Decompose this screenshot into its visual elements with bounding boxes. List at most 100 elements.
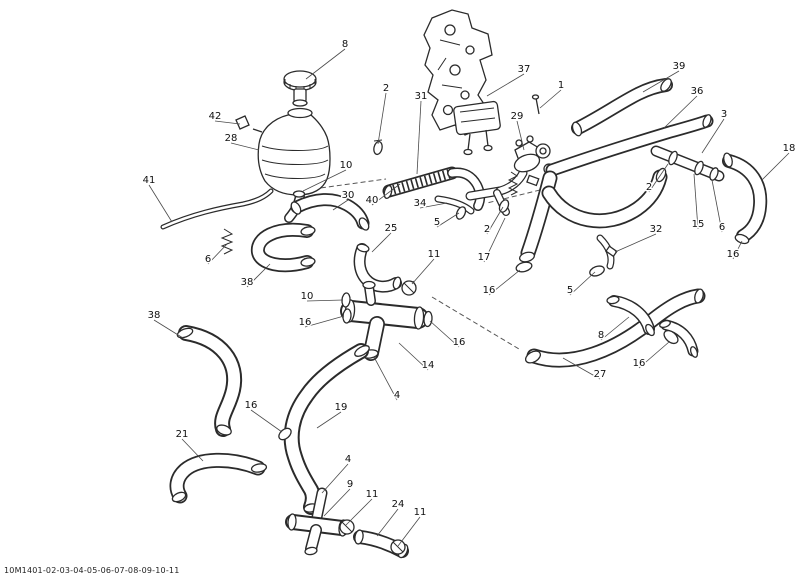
clamp-16 — [342, 308, 352, 324]
callout-36: 36 — [663, 85, 705, 129]
callout-16: 16 — [243, 399, 283, 433]
footer-part-code: 10M1401-02-03-04-05-06-07-08-09-10-11 — [4, 566, 180, 575]
svg-text:29: 29 — [511, 111, 524, 122]
callout-14: 14 — [398, 342, 436, 373]
callout-27: 27 — [562, 357, 608, 382]
callout-30: 30 — [332, 189, 356, 211]
callout-2: 2 — [644, 163, 669, 195]
overflow-hose — [163, 191, 271, 255]
callout-2: 2 — [377, 82, 391, 145]
svg-text:10: 10 — [301, 291, 314, 302]
svg-text:16: 16 — [453, 337, 466, 348]
callout-34: 34 — [412, 197, 448, 211]
thermostat-assembly — [507, 94, 555, 196]
valve-body — [453, 100, 501, 156]
hose-21 — [171, 460, 268, 503]
outlet-pipe-3 — [656, 150, 720, 181]
svg-text:16: 16 — [727, 249, 740, 260]
hose-39 — [571, 77, 673, 137]
svg-text:8: 8 — [342, 39, 348, 50]
svg-text:11: 11 — [414, 507, 427, 518]
callout-31: 31 — [413, 90, 429, 175]
elbow-16-right — [659, 319, 699, 358]
svg-text:27: 27 — [594, 369, 607, 380]
svg-text:14: 14 — [422, 360, 435, 371]
callout-2: 2 — [482, 206, 504, 237]
callout-40: 40 — [364, 183, 401, 208]
svg-text:16: 16 — [483, 285, 496, 296]
svg-text:16: 16 — [633, 358, 646, 369]
callout-5: 5 — [432, 212, 460, 230]
svg-text:3: 3 — [721, 109, 727, 120]
svg-text:24: 24 — [392, 499, 405, 510]
callout-16: 16 — [725, 240, 743, 262]
callout-19: 19 — [316, 401, 349, 429]
tank-outlet-ring — [292, 190, 306, 198]
svg-text:38: 38 — [148, 310, 161, 321]
svg-text:2: 2 — [484, 224, 490, 235]
center-hose-down — [515, 178, 550, 273]
thermostat-spring — [507, 171, 519, 196]
hose-38-lower — [176, 327, 234, 437]
svg-text:21: 21 — [176, 429, 189, 440]
hose-27 — [524, 265, 705, 365]
hose-36 — [552, 114, 713, 170]
svg-text:31: 31 — [415, 91, 428, 102]
svg-text:2: 2 — [646, 182, 652, 193]
callout-17: 17 — [476, 217, 506, 265]
tank-tab — [235, 115, 250, 130]
callout-25: 25 — [371, 222, 399, 253]
svg-text:11: 11 — [428, 249, 441, 260]
callout-10: 10 — [302, 159, 354, 192]
callout-32: 32 — [614, 223, 664, 253]
svg-text:4: 4 — [394, 390, 400, 401]
clamp-16 — [515, 261, 533, 273]
svg-text:36: 36 — [691, 86, 704, 97]
center-hose-sweep — [549, 167, 668, 221]
svg-text:32: 32 — [650, 224, 663, 235]
clamp-2r — [668, 150, 678, 166]
clamp-16 — [278, 427, 292, 441]
callout-3: 3 — [701, 108, 729, 154]
clamp-16 — [734, 233, 750, 245]
y-pipe-fitting — [438, 173, 523, 220]
callout-11: 11 — [411, 248, 442, 285]
callout-41: 41 — [141, 174, 173, 223]
spring-clip — [220, 228, 234, 255]
elbow-18 — [722, 152, 760, 245]
svg-text:4: 4 — [345, 454, 351, 465]
svg-text:42: 42 — [209, 111, 222, 122]
clamp-15 — [694, 160, 704, 176]
svg-text:18: 18 — [783, 143, 796, 154]
callout-28: 28 — [223, 132, 260, 151]
routing-dashed-lines — [312, 178, 541, 350]
callout-9: 9 — [323, 478, 355, 517]
callout-42: 42 — [207, 110, 241, 125]
svg-text:15: 15 — [692, 219, 705, 230]
clamp-ring-16 — [663, 329, 679, 345]
clamp-small-top — [373, 139, 383, 156]
tank-cap — [283, 70, 317, 107]
clamp-16r — [423, 310, 433, 328]
svg-text:19: 19 — [335, 402, 348, 413]
callout-16: 16 — [481, 269, 521, 298]
tank-neck — [287, 107, 313, 119]
callout-37: 37 — [486, 63, 532, 97]
svg-text:5: 5 — [567, 285, 573, 296]
elbow-8-right — [606, 296, 656, 337]
callout-1: 1 — [539, 79, 566, 109]
svg-text:6: 6 — [719, 222, 725, 233]
callout-24: 24 — [376, 498, 406, 537]
callout-38: 38 — [146, 309, 184, 339]
callout-5: 5 — [565, 271, 596, 298]
coolant-tank-group — [235, 70, 331, 218]
callout-18: 18 — [761, 142, 797, 181]
svg-text:2: 2 — [383, 83, 389, 94]
svg-text:34: 34 — [414, 198, 427, 209]
callout-4: 4 — [373, 356, 402, 403]
callout-8: 8 — [305, 38, 350, 80]
clamp-5 — [455, 206, 467, 220]
callout-38: 38 — [239, 263, 271, 290]
